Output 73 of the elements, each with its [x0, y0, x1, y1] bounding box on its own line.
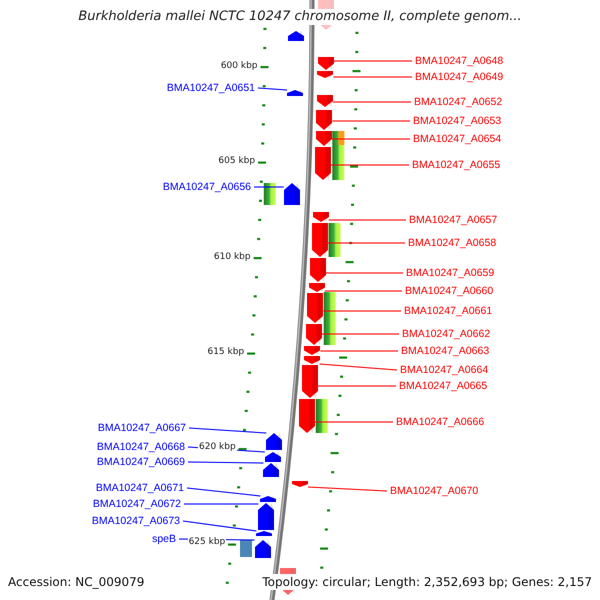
scale-label: 605 kbp: [217, 156, 256, 167]
leader-line: [325, 272, 404, 274]
gene-marker: [284, 183, 300, 205]
gene-marker: [263, 463, 280, 477]
gene-label: BMA10247_A0664: [400, 363, 488, 377]
gene-marker: [304, 346, 320, 355]
gene-label: BMA10247_A0667: [98, 421, 186, 435]
gene-marker: [298, 399, 315, 433]
gene-label: speB: [152, 532, 176, 546]
leader-line: [254, 186, 284, 188]
footer-text: Accession: NC_009079: [8, 574, 144, 590]
leader-line: [186, 488, 261, 496]
scale-label: 625 kbp: [188, 537, 226, 548]
gene-label: BMA10247_A0649: [415, 70, 504, 84]
gene-label: BMA10247_A0673: [92, 514, 180, 528]
gene-label: BMA10247_A0659: [406, 266, 494, 280]
gene-label: BMA10247_A0661: [404, 304, 492, 318]
gene-marker: [316, 95, 333, 107]
leader-line: [327, 242, 406, 244]
scale-label: 615 kbp: [206, 347, 246, 358]
leader-line: [324, 290, 402, 292]
gene-label: BMA10247_A0660: [405, 284, 494, 298]
gene-label: BMA10247_A0665: [399, 379, 488, 393]
leader-line: [188, 462, 264, 464]
gene-marker: [316, 110, 332, 130]
leader-line: [319, 364, 398, 370]
gene-label: BMA10247_A0669: [96, 455, 185, 469]
leader-line: [331, 138, 410, 140]
gene-marker: [260, 496, 276, 502]
gene-marker: [254, 540, 270, 558]
scale-label: 620 kbp: [198, 442, 237, 453]
gene-label: BMA10247_A0651: [166, 81, 255, 95]
gene-label: BMA10247_A0672: [92, 497, 181, 511]
gene-label: BMA10247_A0658: [408, 236, 496, 250]
gene-label: BMA10247_A0654: [413, 132, 502, 146]
gene-label: BMA10247_A0670: [390, 484, 478, 498]
gene-marker: [292, 481, 308, 487]
leader-line: [322, 310, 402, 312]
leader-line: [330, 164, 410, 166]
gene-marker: [312, 212, 329, 222]
gene-label: BMA10247_A0657: [409, 213, 498, 227]
leader-line: [258, 88, 288, 90]
footer-text: Topology: circular; Length: 2,352,693 bp; Genes: 2,157: [262, 574, 592, 590]
gene-marker: [316, 131, 332, 146]
gene-marker: [287, 90, 304, 96]
gene-label: BMA10247_A0655: [412, 158, 500, 172]
leader-line: [320, 350, 398, 352]
gene-marker: [264, 452, 281, 462]
title: Burkholderia mallei NCTC 10247 chromosome II, complete genom...: [78, 9, 522, 25]
gene-marker: [304, 356, 320, 364]
gene-label: BMA10247_A0671: [96, 481, 184, 495]
leader-line: [182, 520, 257, 532]
scale-label: 610 kbp: [212, 252, 252, 263]
leader-line: [333, 60, 412, 62]
gene-label: BMA10247_A0663: [401, 344, 490, 358]
gene-marker: [308, 283, 325, 292]
gene-label: BMA10247_A0666: [396, 415, 484, 429]
gene-label: BMA10247_A0656: [162, 180, 251, 194]
gene-marker: [317, 71, 334, 78]
gene-marker: [266, 433, 282, 450]
scale-label: 600 kbp: [220, 61, 259, 72]
gene-marker: [288, 31, 304, 41]
gene-label: BMA10247_A0652: [414, 95, 502, 109]
gene-label: BMA10247_A0662: [402, 327, 490, 341]
gene-label: BMA10247_A0668: [96, 440, 185, 454]
gene-label: BMA10247_A0648: [415, 54, 504, 68]
gene-marker: [256, 531, 272, 536]
gene-label: BMA10247_A0653: [413, 114, 502, 128]
leader-line: [332, 76, 412, 78]
leader-line: [332, 120, 410, 122]
leader-line: [307, 486, 388, 492]
leader-line: [188, 428, 267, 434]
gene-marker: [318, 57, 334, 70]
